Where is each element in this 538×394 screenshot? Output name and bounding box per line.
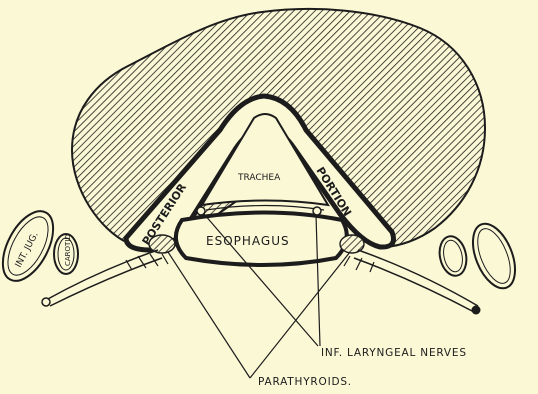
label-trachea: TRACHEA: [237, 173, 281, 183]
nerve-end-left: [42, 298, 50, 306]
label-int-jug: INT. JUG.: [14, 231, 41, 270]
inf-laryngeal-nerve-right: [313, 207, 321, 215]
label-parathyroids: PARATHYROIDS.: [258, 376, 352, 388]
fascia-left-branches: [126, 254, 168, 270]
label-carotid: CAROTID: [64, 234, 72, 266]
inf-laryngeal-nerve-left: [197, 207, 205, 215]
fascia-right: [354, 250, 478, 312]
internal-jugular-vein-right-inner: [471, 224, 517, 288]
label-inf-laryngeal-nerves: INF. LARYNGEAL NERVES: [321, 347, 467, 359]
leader-lines-parathyroids: [168, 252, 350, 378]
nerve-end-right: [472, 306, 481, 315]
label-esophagus: ESOPHAGUS: [206, 234, 290, 248]
internal-jugular-vein-right: [465, 218, 524, 295]
